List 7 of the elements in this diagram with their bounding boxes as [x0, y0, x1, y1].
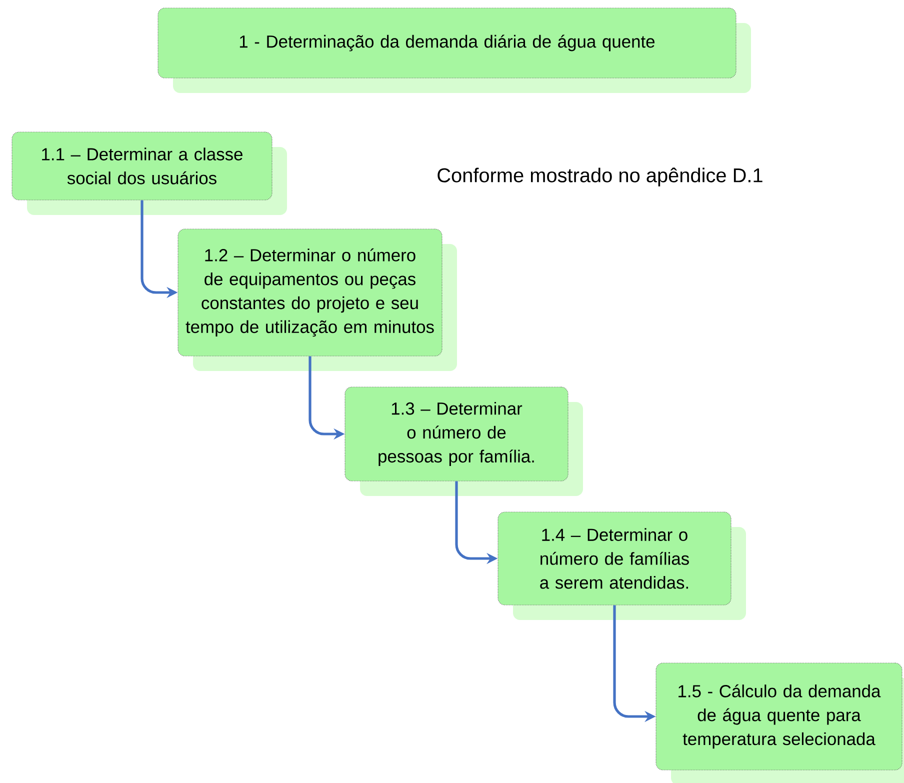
note-text: Conforme mostrado no apêndice D.1 — [438, 168, 762, 186]
step-box: 1 - Determinação da demanda diária de água quente — [158, 8, 751, 93]
step-box: 1.5 - Cálculo da demanda de água quente para temperatura selecionada — [656, 662, 904, 783]
step-box: 1.3 – Determinar o número de pessoas por família. — [344, 386, 583, 496]
step-box: 1.2 – Determinar o número de equipamentos ou peças constantes do projeto e seu tempo de utilização em minutos — [178, 228, 457, 371]
step-box: 1.1 – Determinar a classe social dos usuários — [12, 132, 287, 215]
step-box: 1.4 – Determinar o número de famílias a serem atendidas. — [498, 512, 746, 620]
